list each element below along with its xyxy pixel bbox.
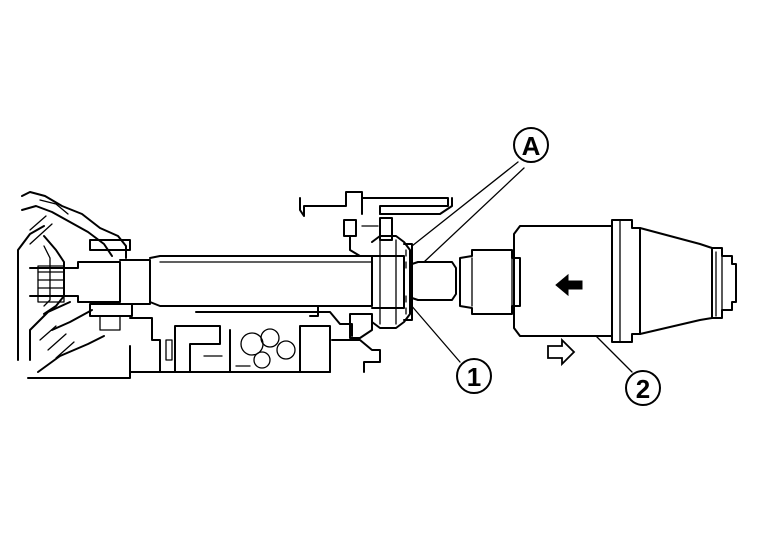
installation-arrow-icon: [555, 273, 583, 297]
direction-arrows: [547, 273, 583, 367]
callout-a-label: A: [522, 131, 541, 161]
callout-2: 2: [625, 370, 661, 406]
transmission-case: [17, 191, 131, 379]
shaft-end: [411, 261, 457, 301]
internal-components: [129, 305, 381, 373]
callout-a: A: [513, 127, 549, 163]
callout-2-label: 2: [636, 374, 650, 404]
bracket-assembly: [299, 191, 453, 257]
side-housing: [349, 235, 411, 339]
drive-shaft: [149, 255, 373, 307]
oil-seal: [403, 243, 413, 321]
shaft-stub: [29, 239, 151, 331]
direction-hollow-arrow-icon: [547, 337, 576, 367]
leader-lines: [409, 161, 633, 373]
callout-1: 1: [456, 358, 492, 394]
callout-1-label: 1: [467, 362, 481, 392]
drift-tool: [459, 219, 737, 343]
